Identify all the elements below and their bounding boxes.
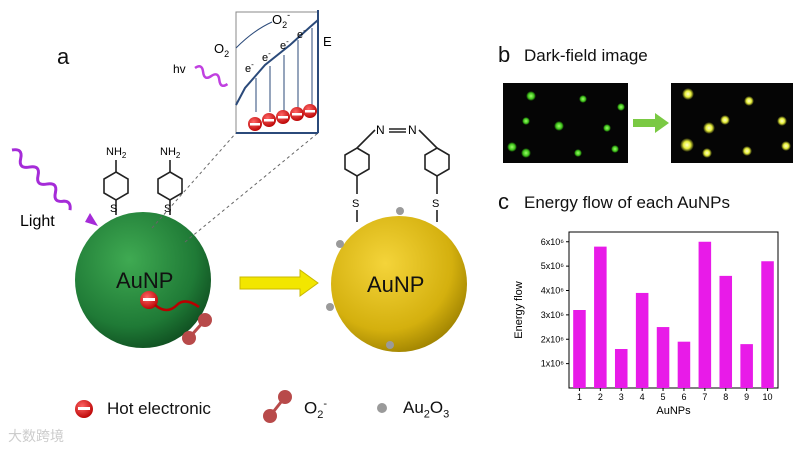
panel-b-label: b (498, 42, 511, 67)
x-tick-label: 9 (744, 392, 749, 402)
aunp-left-label: AuNP (116, 268, 173, 293)
nh2-left-1: NH2 (106, 146, 127, 160)
sulfur-left-1: S (110, 203, 117, 215)
x-tick-label: 6 (681, 392, 686, 402)
inset-electron-label-4: e- (297, 26, 306, 41)
green-aunp-particle (75, 212, 211, 348)
y-axis-label: Energy flow (513, 281, 525, 339)
bar-9 (740, 344, 753, 388)
dark-field-images (503, 83, 793, 163)
x-tick-label: 3 (619, 392, 624, 402)
panel-c-title: Energy flow of each AuNPs (524, 193, 731, 212)
nh2-left-2: NH2 (160, 146, 181, 160)
bar-4 (635, 292, 649, 388)
panel-b-title: Dark-field image (524, 46, 648, 65)
azo-n-right: N (408, 123, 417, 137)
y-tick-label: 3x10⁶ (541, 310, 565, 320)
legend-o2-minus: O2- (304, 398, 328, 422)
azo-n-left: N (376, 123, 385, 137)
sulfur-right-1: S (352, 198, 359, 210)
azobenzene-linker (344, 128, 450, 222)
y-tick-label: 5x10⁶ (541, 261, 565, 271)
panel-a-label: a (57, 44, 70, 69)
bar-10 (761, 261, 774, 388)
x-tick-label: 1 (577, 392, 582, 402)
inset-electron-label-3: e- (280, 37, 289, 52)
x-tick-label: 5 (661, 392, 666, 402)
watermark-text: 大数跨境 (8, 428, 64, 444)
light-label: Light (20, 213, 55, 230)
x-axis-label: AuNPs (656, 405, 691, 417)
bar-7 (698, 241, 712, 388)
energy-axis-label: E (323, 34, 332, 49)
legend-au2o3: Au2O3 (403, 398, 450, 421)
bar-3 (614, 349, 628, 388)
x-tick-label: 4 (640, 392, 645, 402)
hv-label: hv (173, 62, 186, 76)
bar-6 (677, 341, 691, 388)
dark-field-arrow (633, 113, 669, 133)
aunp-right-label: AuNP (367, 272, 424, 297)
left-linker-1 (103, 160, 129, 215)
sulfur-right-2: S (432, 198, 439, 210)
reaction-arrow (239, 269, 319, 297)
au2o3-dots (326, 207, 404, 349)
inset-electron-label-1: e- (245, 60, 254, 75)
x-tick-label: 2 (598, 392, 603, 402)
y-tick-label: 6x10⁶ (541, 237, 565, 247)
sulfur-left-2: S (164, 203, 171, 215)
inset-o2-label: O2 (214, 41, 229, 59)
gold-aunp-particle (331, 216, 467, 352)
x-tick-label: 7 (702, 392, 707, 402)
legend-o2-icon (263, 390, 292, 423)
bar-1 (573, 310, 586, 388)
bar-2 (594, 246, 607, 388)
bar-8 (719, 275, 733, 388)
inset-electrons (248, 104, 317, 131)
x-tick-label: 8 (723, 392, 728, 402)
panel-c-label: c (498, 189, 509, 214)
inset-o2-minus-label: O2- (272, 10, 290, 30)
light-wave-icon (11, 148, 72, 211)
y-tick-label: 4x10⁶ (541, 286, 565, 296)
inset-electron-label-2: e- (262, 49, 271, 64)
energy-flow-chart: 1 2 3 4 5 6 7 8 9 10 1x10⁶ 2x10⁶ 3x10⁶ 4x10⁶ 5x10⁶ 6x10… (513, 231, 779, 417)
schematic-diagram: Light AuNP S NH2 S NH2 E (11, 10, 467, 423)
y-tick-label: 2x10⁶ (541, 334, 565, 344)
left-linker-2 (157, 160, 183, 215)
legend-hot-electronic: Hot electronic (107, 399, 211, 418)
legend-au2o3-icon (377, 403, 387, 413)
chart-frame (568, 231, 779, 389)
hv-wave-icon (194, 65, 229, 88)
x-tick-label: 10 (763, 392, 773, 402)
y-tick-label: 1x10⁶ (541, 359, 565, 369)
bar-5 (656, 327, 670, 388)
